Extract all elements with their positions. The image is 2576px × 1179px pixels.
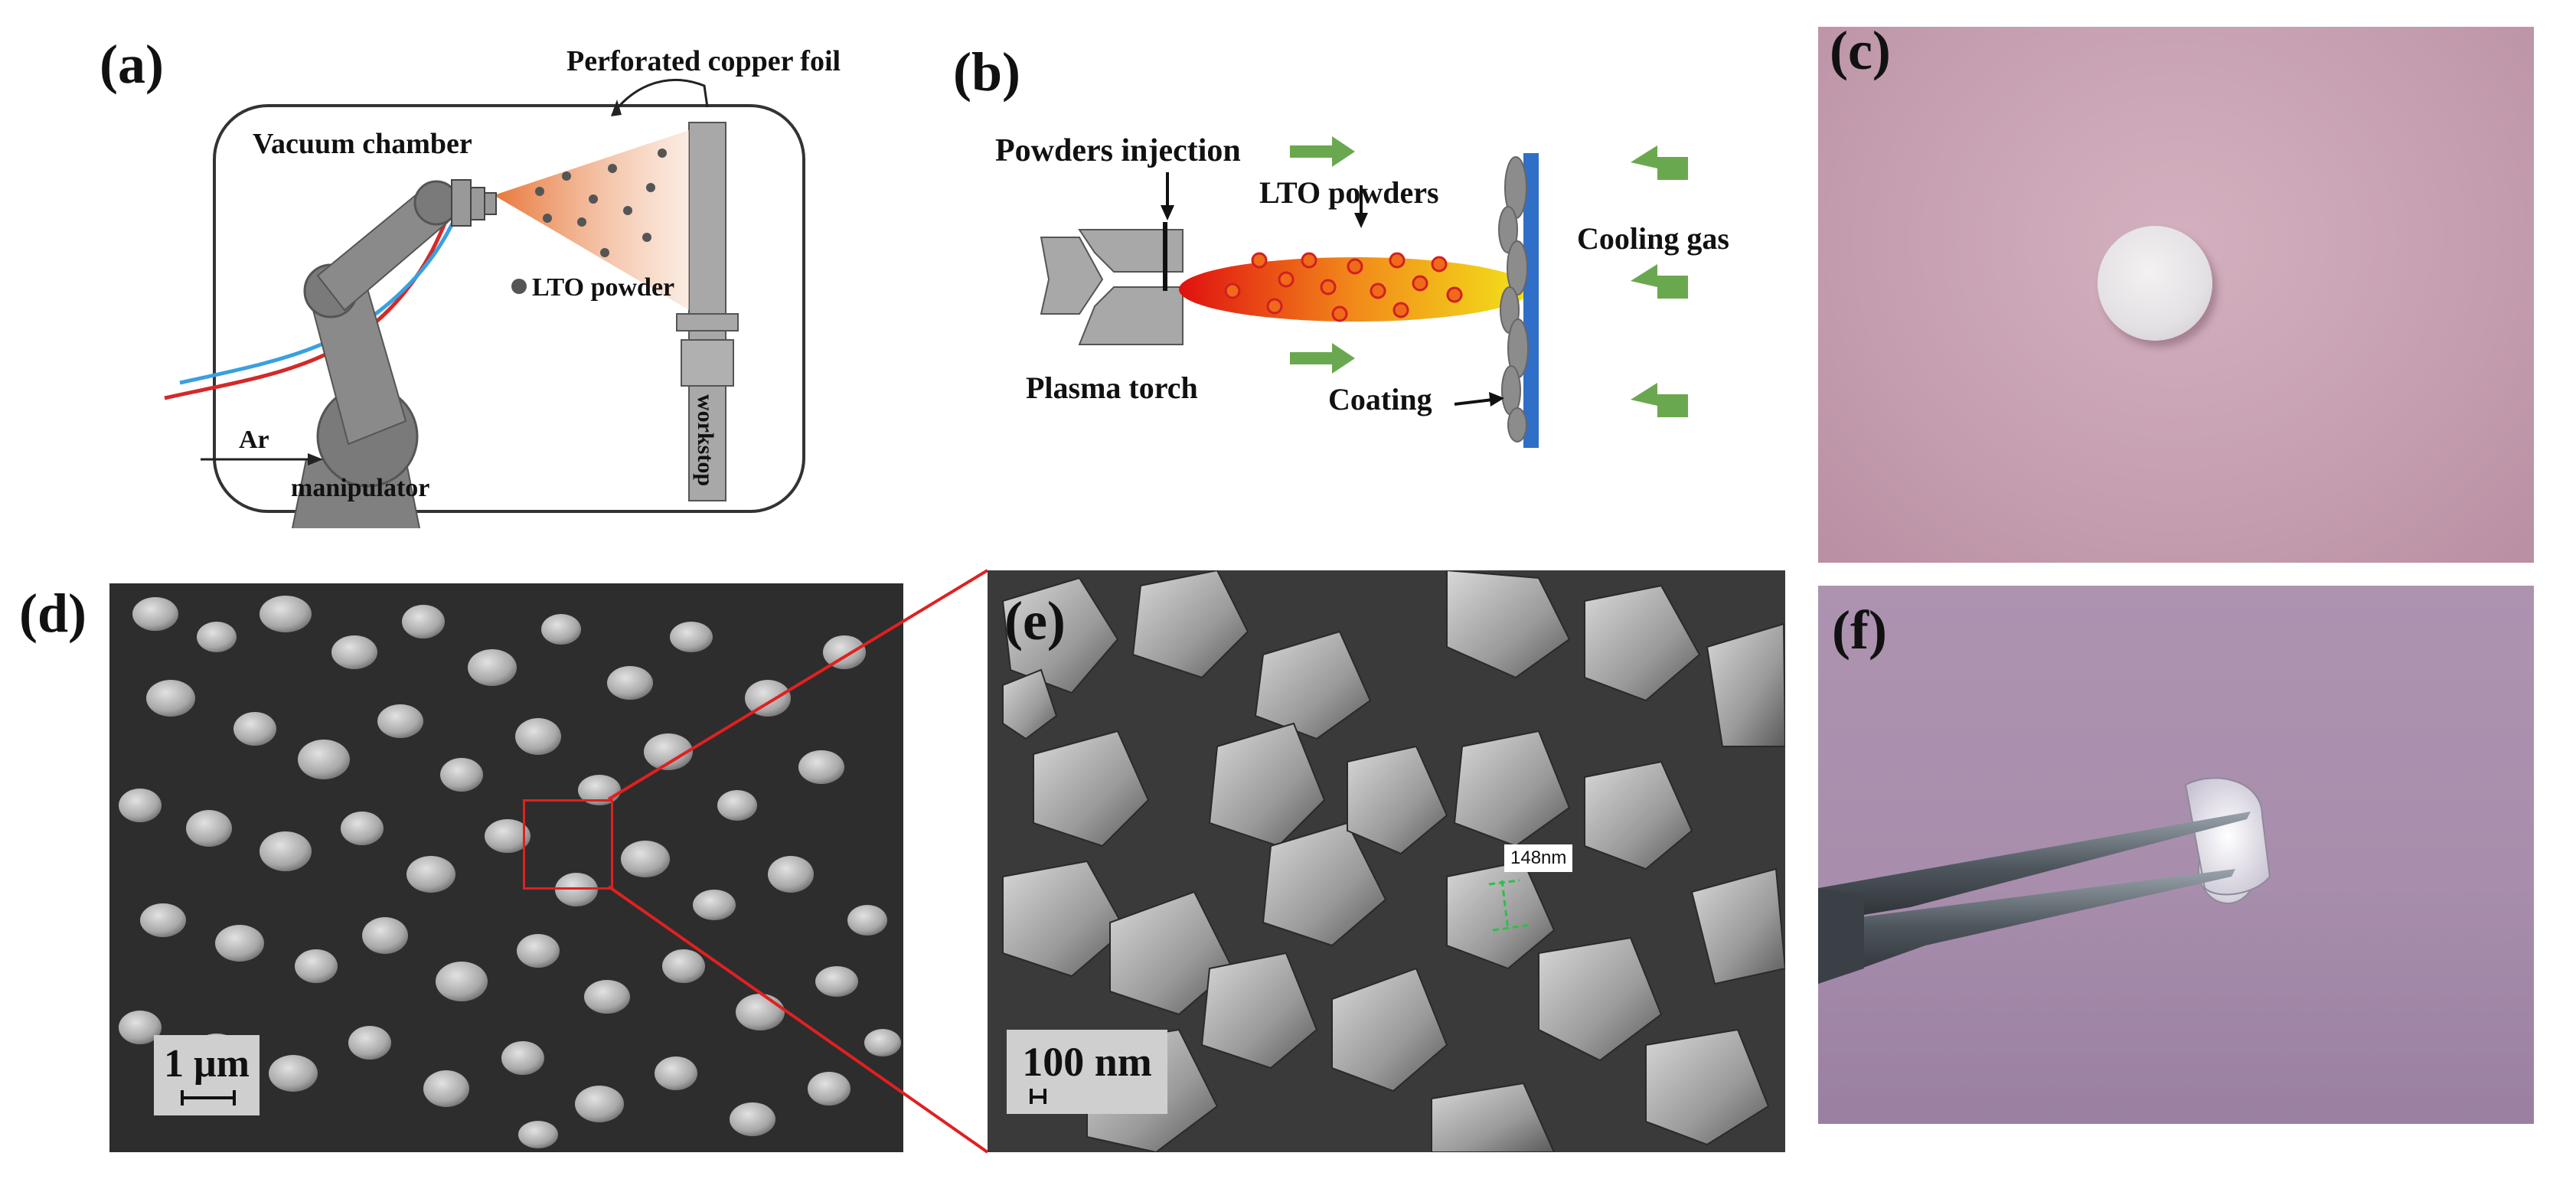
workstop-label: workstop (693, 394, 718, 486)
scale-label-d: 1 μm (164, 1042, 250, 1086)
scale-bar-d: 1 μm (154, 1035, 260, 1115)
panel-b-diagram: Powders injection LTO powders Cooling ga… (995, 133, 1729, 448)
panel-b-label: (b) (953, 41, 1020, 103)
vacuum-chamber-label: Vacuum chamber (253, 128, 472, 160)
panel-c-label: (c) (1830, 27, 1891, 81)
panel-a-label: (a) (100, 34, 164, 95)
scale-label-e: 100 nm (1022, 1039, 1152, 1085)
lto-powder-label: LTO powder (532, 273, 674, 302)
plasma-torch-label: Plasma torch (1026, 371, 1198, 405)
zoom-region-box (523, 799, 613, 890)
measure-label-e: 148nm (1504, 844, 1573, 872)
panel-a-diagram: Perforated copper foil Vacuum chamber LT… (164, 46, 841, 528)
panel-c-photo: (c) (1818, 27, 2534, 563)
coating-label: Coating (1328, 382, 1432, 416)
perforated-copper-foil-label: Perforated copper foil (566, 46, 841, 77)
panel-d-label: (d) (19, 583, 87, 644)
panel-f-photo: (f) (1818, 586, 2534, 1124)
panel-d-sem-image: 1 μm (109, 583, 903, 1152)
powders-injection-label: Powders injection (995, 133, 1241, 168)
scale-bar-e: 100 nm (1007, 1030, 1167, 1114)
lto-powders-label: LTO powders (1259, 175, 1439, 210)
panel-f-label: (f) (1832, 599, 1887, 661)
panel-e-label: (e) (1004, 590, 1066, 652)
panel-e-sem-image: 148nm (e) 100 nm (988, 570, 1785, 1152)
ar-label: Ar (239, 426, 269, 454)
cooling-gas-label: Cooling gas (1577, 221, 1729, 256)
manipulator-label: manipulator (291, 474, 429, 502)
disc-sample (2098, 226, 2212, 341)
